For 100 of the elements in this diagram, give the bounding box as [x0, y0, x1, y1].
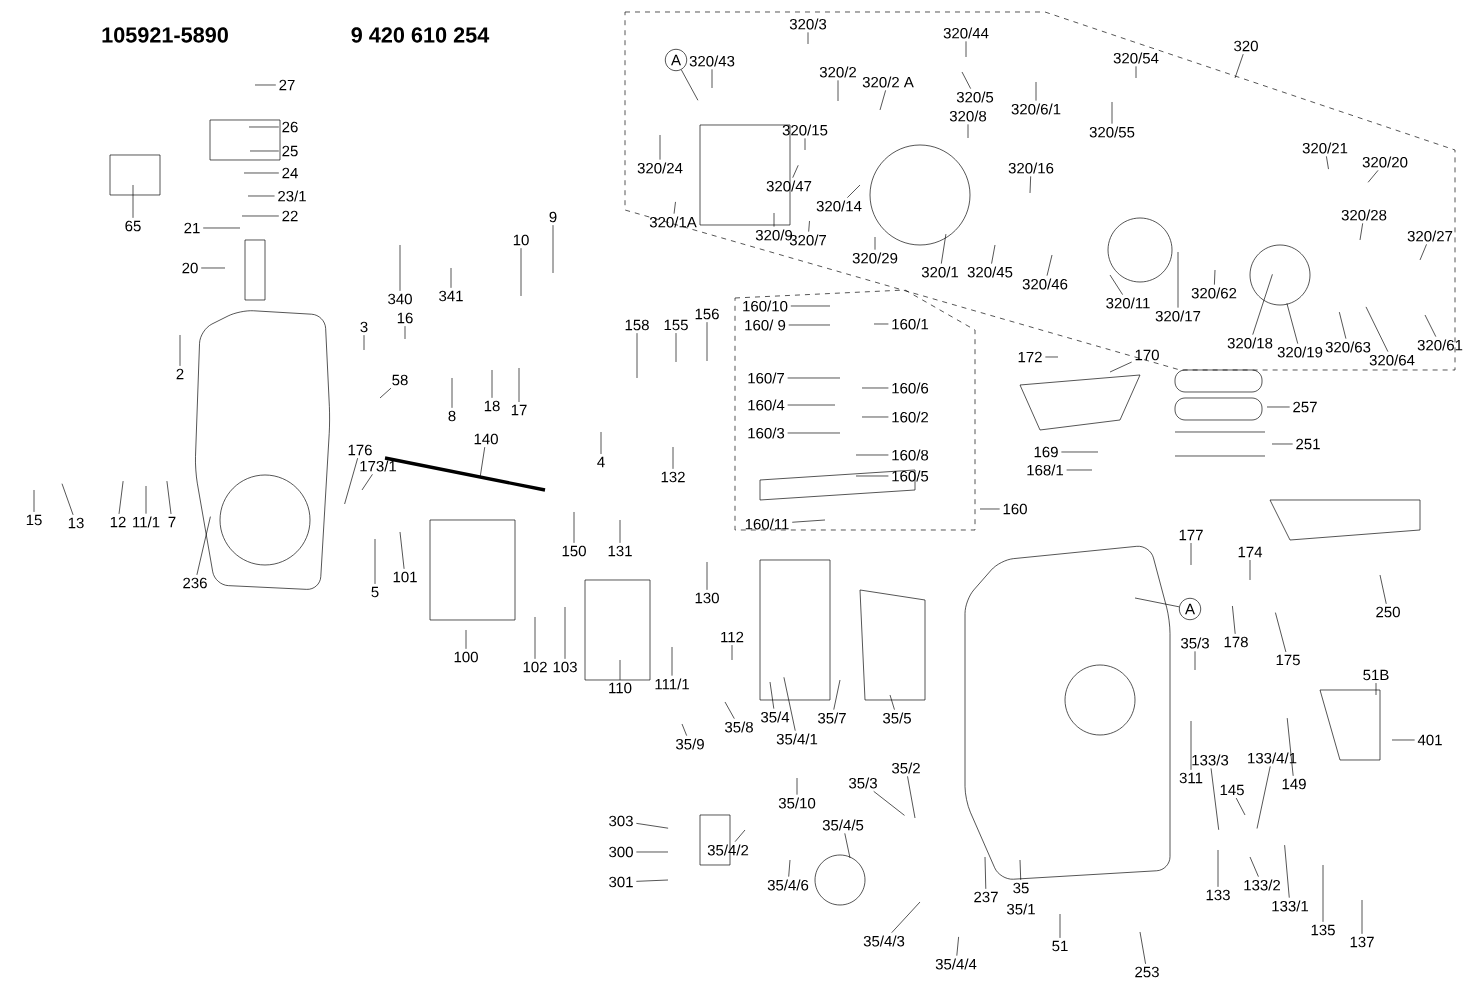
callout-number: 35/3 — [1181, 637, 1209, 649]
callout-number: 133 — [1206, 889, 1230, 901]
callout-number: 320/3 — [789, 18, 827, 30]
leader-line — [344, 457, 359, 505]
callout-number: 160/6 — [892, 382, 929, 394]
leader-line — [731, 644, 733, 661]
leader-line — [249, 150, 280, 152]
leader-line — [1214, 269, 1216, 285]
callout-number: 170 — [1135, 349, 1159, 361]
leader-line — [787, 432, 841, 434]
leader-line — [1365, 306, 1389, 352]
leader-line — [399, 244, 401, 292]
leader-line — [1139, 931, 1146, 965]
leader-line — [1135, 66, 1137, 79]
leader-line — [636, 823, 669, 829]
callout-number: 155 — [664, 319, 688, 331]
leader-line — [1252, 273, 1273, 335]
leader-line — [861, 416, 889, 418]
leader-line — [847, 184, 861, 198]
callout-number: 401 — [1417, 734, 1442, 746]
callout-number: 17 — [511, 404, 527, 416]
leader-line — [1109, 274, 1123, 295]
callout-number: 300 — [609, 846, 633, 858]
callout-number: 160 — [1003, 503, 1027, 515]
callout-number: 320/2 A — [862, 76, 914, 88]
leader-line — [254, 84, 277, 86]
leader-line — [636, 851, 669, 853]
leader-line — [673, 201, 676, 214]
callout-number: 2 — [176, 368, 184, 380]
callout-number: 158 — [625, 319, 649, 331]
callout-number: 320/63 — [1325, 341, 1371, 353]
callout-number: 320/20 — [1362, 156, 1408, 168]
leader-line — [1271, 443, 1293, 445]
callout-number: 176 — [348, 444, 372, 456]
callout-number: 253 — [1135, 966, 1159, 978]
leader-line — [844, 833, 851, 859]
leader-line — [1419, 244, 1427, 261]
callout-number: 320/24 — [637, 162, 683, 174]
callout-number: 132 — [661, 471, 685, 483]
callout-number: 160/7 — [748, 372, 784, 384]
leader-line — [1177, 251, 1179, 308]
leader-line — [363, 334, 365, 351]
leader-line — [783, 676, 796, 731]
callout-number: 16 — [397, 312, 413, 324]
circled-letter: A — [1178, 597, 1202, 621]
leader-line — [833, 679, 841, 710]
leader-line — [706, 561, 708, 591]
header-number: 105921-5890 — [102, 27, 228, 43]
leader-line — [787, 404, 836, 406]
leader-line — [1256, 766, 1271, 829]
callout-number: 35/8 — [725, 721, 753, 733]
callout-number: 320/61 — [1417, 339, 1463, 351]
leader-line — [787, 377, 841, 379]
callout-number: 35/7 — [818, 712, 846, 724]
callout-number: 160/1 — [892, 318, 929, 330]
leader-line — [1111, 101, 1113, 124]
callout-number: 160/4 — [748, 399, 785, 411]
leader-line — [659, 134, 661, 160]
callout-number: 27 — [279, 79, 295, 91]
callout-number: 320/1A — [649, 216, 697, 228]
leader-line — [1190, 720, 1192, 771]
callout-number: 137 — [1350, 936, 1374, 948]
leader-line — [200, 267, 226, 269]
callout-number: 320/45 — [967, 266, 1013, 278]
leader-line — [450, 267, 452, 289]
callout-number: 320 — [1234, 40, 1258, 52]
leader-line — [1232, 605, 1236, 635]
leader-line — [534, 616, 536, 660]
leader-line — [1059, 913, 1061, 939]
leader-line — [1019, 859, 1022, 881]
callout-number: 160/5 — [892, 470, 929, 482]
callout-number: 11/1 — [133, 516, 160, 528]
callout-number: 169 — [1034, 446, 1058, 458]
callout-number: 111/1 — [655, 678, 689, 690]
leader-line — [979, 508, 1000, 510]
leader-line — [1322, 864, 1324, 923]
header-number: 9 420 610 254 — [351, 27, 490, 43]
leader-line — [808, 220, 810, 232]
leader-line — [680, 69, 699, 101]
callout-number: 320/1 — [921, 266, 959, 278]
callout-number: 175 — [1276, 654, 1300, 666]
leader-line — [1109, 361, 1132, 373]
callout-number: 18 — [484, 400, 500, 412]
callout-number: 35/4/5 — [822, 819, 864, 831]
callout-number: 160/ 9 — [745, 319, 786, 331]
callout-number: 51B — [1363, 669, 1389, 681]
callout-number: 35/9 — [676, 738, 704, 750]
callout-number: 133/4/1 — [1248, 752, 1297, 764]
leader-line — [769, 681, 775, 709]
leader-line — [1338, 311, 1347, 339]
callout-number: 301 — [609, 876, 633, 888]
callout-number: 23/1 — [278, 190, 306, 202]
callout-number: 7 — [168, 516, 176, 528]
leader-line — [1266, 406, 1290, 408]
callout-number: 168/1 — [1027, 464, 1064, 476]
callout-number: 173/1 — [360, 460, 397, 472]
callout-number: 320/2 — [819, 66, 856, 78]
callout-number: 25 — [282, 145, 298, 157]
callout-number: 133/3 — [1192, 754, 1229, 766]
callout-number: 131 — [608, 545, 632, 557]
